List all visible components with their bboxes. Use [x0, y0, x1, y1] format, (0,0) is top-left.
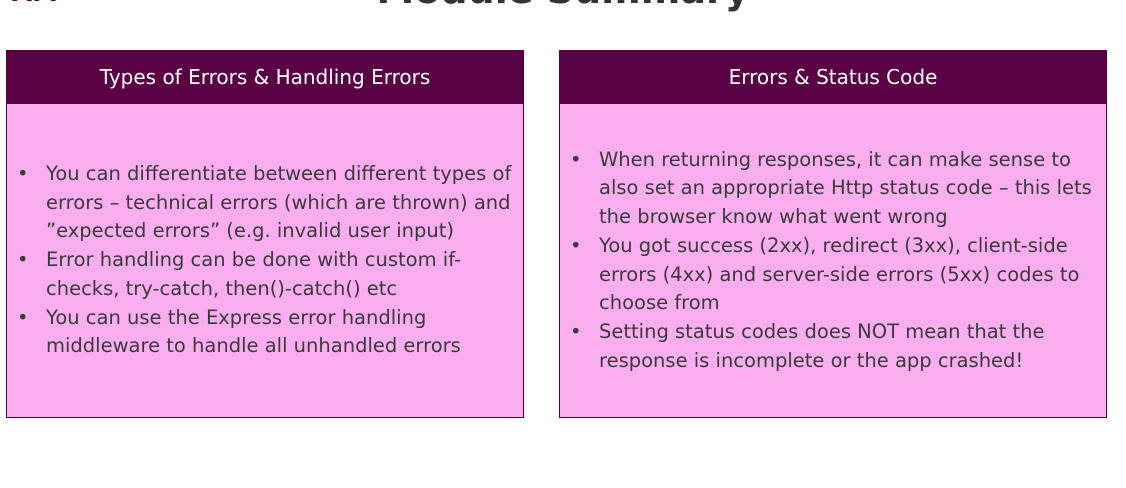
bullet-item: You got success (2xx), redirect (3xx), c…: [560, 232, 1098, 318]
card-types-of-errors: Types of Errors & Handling Errors You ca…: [6, 50, 524, 418]
card-header: Errors & Status Code: [560, 51, 1106, 104]
logo: AM: [12, 0, 58, 6]
bullet-item: Error handling can be done with custom i…: [7, 246, 515, 303]
slide-title: Module Summary: [0, 0, 1126, 12]
card-body: You can differentiate between different …: [7, 104, 523, 417]
card-header: Types of Errors & Handling Errors: [7, 51, 523, 104]
bullet-item: You can differentiate between different …: [7, 160, 515, 246]
card-status-codes: Errors & Status Code When returning resp…: [559, 50, 1107, 418]
bullet-list: When returning responses, it can make se…: [560, 146, 1106, 376]
bullet-list: You can differentiate between different …: [7, 160, 523, 361]
bullet-item: When returning responses, it can make se…: [560, 146, 1098, 232]
card-body: When returning responses, it can make se…: [560, 104, 1106, 417]
bullet-item: You can use the Express error handling m…: [7, 304, 515, 361]
bullet-item: Setting status codes does NOT mean that …: [560, 318, 1098, 375]
